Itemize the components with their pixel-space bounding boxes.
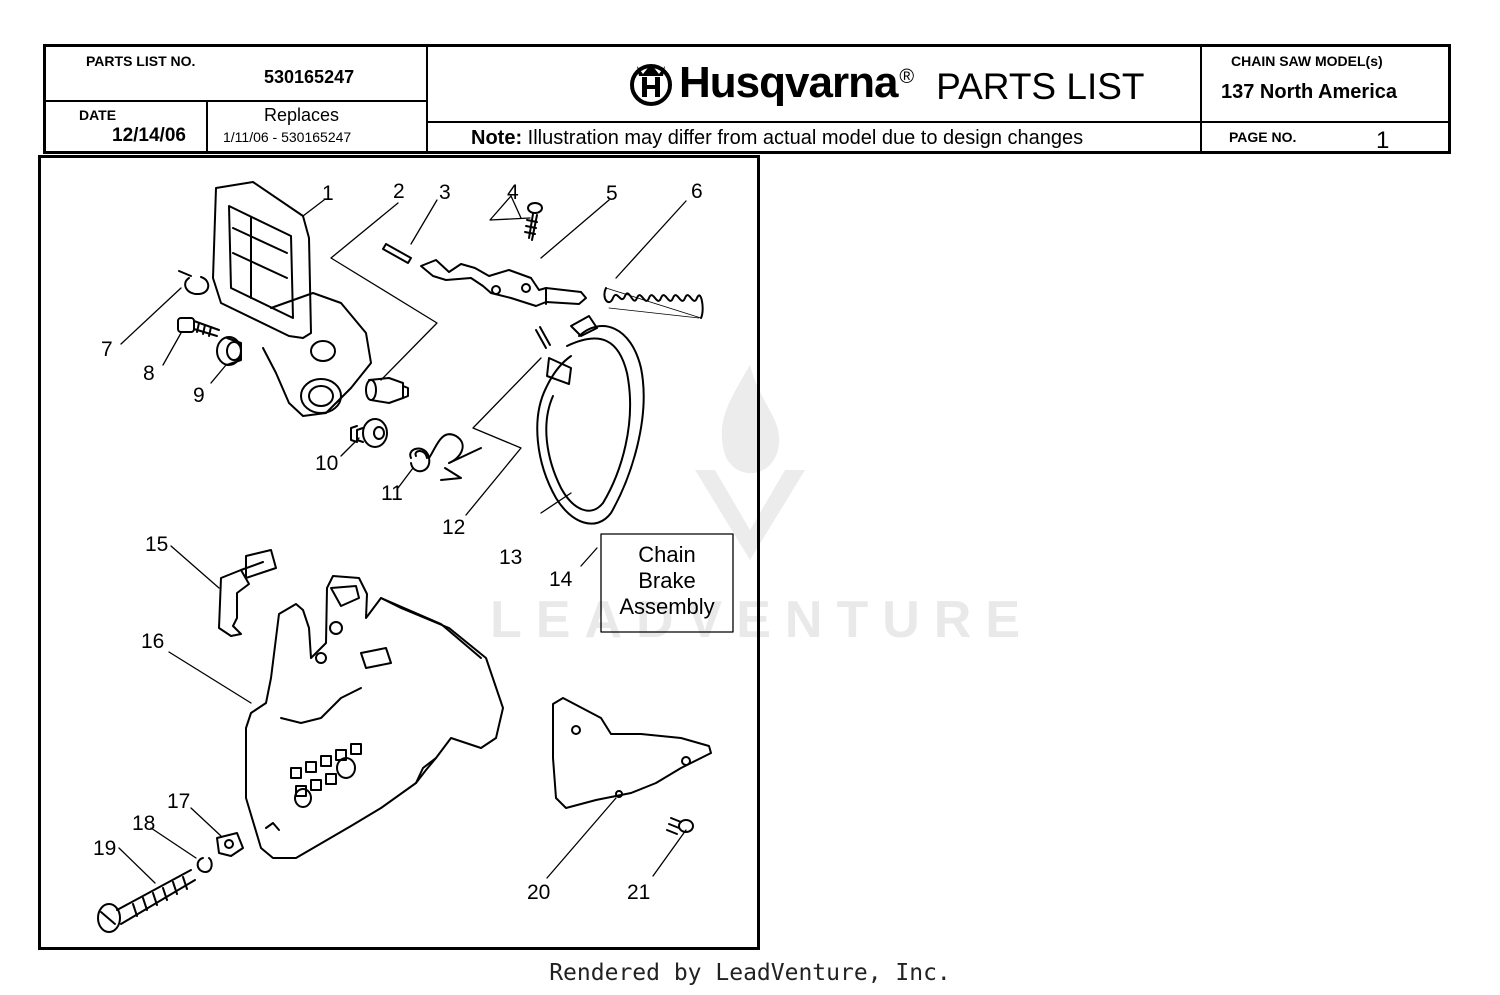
assembly-box-line-2: Brake — [638, 568, 695, 593]
watermark-text: LEADVENTURE — [490, 591, 1035, 649]
assembly-box-line-1: Chain — [638, 542, 695, 567]
model-value: 137 North America — [1221, 81, 1397, 103]
callout-17: 17 — [167, 790, 190, 813]
bushing-part — [216, 336, 242, 366]
callout-16: 16 — [141, 630, 164, 653]
washer-18-part — [196, 857, 213, 873]
date-label: DATE — [79, 107, 117, 123]
parts-list-no-label: PARTS LIST NO. — [86, 53, 196, 69]
callout-20: 20 — [527, 881, 550, 904]
roll-pin-part — [382, 243, 412, 264]
rendered-by-footer: Rendered by LeadVenture, Inc. — [549, 960, 951, 986]
hand-guard-part — [212, 181, 372, 417]
callout-4: 4 — [507, 181, 519, 204]
shield-clip-part — [218, 549, 277, 637]
exploded-diagram-frame: 1 2 3 4 5 6 7 8 9 10 11 12 13 14 15 16 1… — [38, 155, 760, 950]
callout-labels: 1 2 3 4 5 6 7 8 9 10 11 12 13 14 15 16 1… — [93, 180, 715, 904]
leader-lines — [118, 195, 687, 884]
assembly-box-line-3: Assembly — [619, 594, 714, 619]
callout-2: 2 — [393, 180, 405, 203]
callout-15: 15 — [145, 533, 168, 556]
callout-7: 7 — [101, 338, 113, 361]
registered-mark: ® — [899, 65, 915, 88]
callout-14: 14 — [549, 568, 573, 591]
callout-18: 18 — [132, 812, 155, 835]
parts-list-no-value: 530165247 — [264, 67, 355, 87]
brand-title: Husqvarna ® PARTS LIST — [629, 53, 1145, 113]
pivot-bolt-part — [365, 377, 409, 404]
callout-13: 13 — [499, 546, 522, 569]
page-number: 1 — [1376, 127, 1390, 154]
clutch-cover-part — [245, 575, 504, 859]
bar-bolt-19-part — [97, 869, 196, 933]
chain-brake-assembly-box — [600, 533, 734, 633]
brake-band-part — [535, 315, 645, 525]
screw-4-part — [524, 202, 543, 241]
callout-21: 21 — [627, 881, 650, 904]
callout-12: 12 — [442, 516, 465, 539]
callout-6: 6 — [691, 180, 703, 203]
exploded-parts-diagram: 1 2 3 4 5 6 7 8 9 10 11 12 13 14 15 16 1… — [93, 180, 734, 933]
leadventure-flame-logo-icon — [695, 365, 805, 560]
bar-plate-part — [552, 697, 712, 809]
parts-list-header: PARTS LIST NO. 530165247 DATE 12/14/06 R… — [43, 44, 1451, 154]
date-value: 12/14/06 — [112, 125, 186, 146]
replaces-label: Replaces — [264, 105, 340, 125]
callout-5: 5 — [606, 182, 618, 205]
header-divider — [1200, 47, 1202, 151]
header-divider — [426, 121, 1448, 123]
callout-19: 19 — [93, 837, 116, 860]
husqvarna-crown-logo-icon — [630, 64, 672, 106]
design-note: Note: Illustration may differ from actua… — [471, 127, 1083, 150]
nut-17-part — [216, 832, 244, 857]
shoulder-screw-part — [177, 317, 220, 337]
bushing-10-part — [350, 418, 388, 448]
header-divider — [426, 47, 428, 151]
replaces-value: 1/11/06 - 530165247 — [223, 129, 352, 145]
callout-3: 3 — [439, 181, 451, 204]
header-divider — [46, 100, 426, 102]
e-clip-part — [178, 270, 210, 296]
note-text: Illustration may differ from actual mode… — [522, 127, 1084, 149]
parts-list-title: PARTS LIST — [936, 66, 1145, 107]
callout-11: 11 — [381, 482, 403, 505]
page-label: PAGE NO. — [1229, 129, 1297, 145]
header-divider — [206, 101, 208, 151]
callout-8: 8 — [143, 362, 155, 385]
brake-lever-part — [420, 259, 587, 307]
brake-spring-part — [603, 287, 704, 319]
screw-21-part — [666, 817, 694, 835]
model-label: CHAIN SAW MODEL(s) — [1231, 53, 1383, 69]
callout-10: 10 — [315, 452, 338, 475]
callout-9: 9 — [193, 384, 205, 407]
torsion-spring-part — [409, 433, 482, 481]
brand-name: Husqvarna — [679, 58, 898, 107]
note-label: Note: — [471, 127, 523, 149]
callout-1: 1 — [322, 182, 334, 205]
